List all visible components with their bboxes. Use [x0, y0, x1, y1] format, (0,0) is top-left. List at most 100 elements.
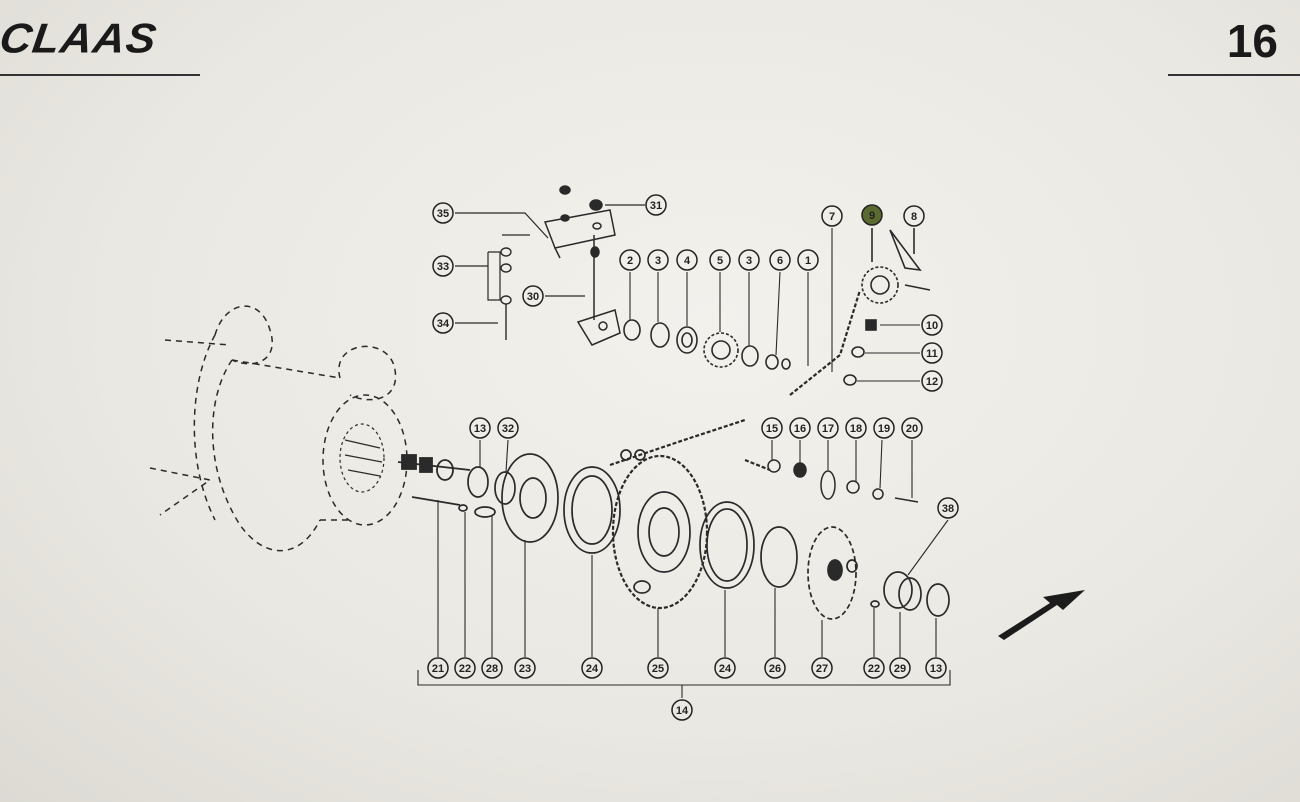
svg-text:38: 38 — [942, 503, 954, 515]
svg-text:5: 5 — [717, 255, 723, 267]
svg-text:12: 12 — [926, 376, 938, 388]
svg-text:35: 35 — [437, 208, 449, 220]
svg-text:20: 20 — [906, 423, 918, 435]
housing-hub — [339, 423, 385, 493]
callout-12: 12 — [921, 370, 943, 392]
svg-text:33: 33 — [437, 261, 449, 273]
callout-10: 10 — [921, 314, 943, 336]
tensioner-bracket — [543, 185, 621, 346]
svg-text:8: 8 — [911, 211, 917, 223]
svg-text:30: 30 — [527, 291, 539, 303]
svg-text:6: 6 — [777, 255, 783, 267]
callout-17: 17 — [817, 417, 839, 439]
idler-stack — [623, 319, 791, 370]
callout-15: 15 — [761, 417, 783, 439]
callout-38: 38 — [937, 497, 959, 519]
svg-text:19: 19 — [878, 423, 890, 435]
svg-text:24: 24 — [586, 663, 599, 675]
callout-31: 31 — [645, 194, 667, 216]
svg-text:17: 17 — [822, 423, 834, 435]
callout-18: 18 — [845, 417, 867, 439]
callout-25: 25 — [647, 657, 669, 679]
svg-text:28: 28 — [486, 663, 498, 675]
svg-text:27: 27 — [816, 663, 828, 675]
bolt-assembly-33-34 — [500, 247, 512, 340]
callout-6: 6 — [769, 249, 791, 271]
callout-1: 1 — [797, 249, 819, 271]
svg-text:22: 22 — [868, 663, 880, 675]
svg-text:3: 3 — [655, 255, 661, 267]
callout-21: 21 — [427, 657, 449, 679]
callout-28: 28 — [481, 657, 503, 679]
svg-text:25: 25 — [652, 663, 664, 675]
callout-23: 23 — [514, 657, 536, 679]
callout-3-second: 3 — [738, 249, 760, 271]
callout-4: 4 — [676, 249, 698, 271]
page-number: 16 — [1226, 15, 1278, 67]
svg-text:15: 15 — [766, 423, 778, 435]
callout-group: 35 31 33 30 34 2 3 4 5 3 6 1 7 9 8 10 11… — [427, 194, 959, 721]
svg-text:4: 4 — [684, 255, 691, 267]
callout-35: 35 — [432, 202, 454, 224]
svg-text:31: 31 — [650, 200, 662, 212]
leaders-top — [455, 204, 645, 324]
svg-text:34: 34 — [437, 318, 450, 330]
svg-text:7: 7 — [829, 211, 835, 223]
svg-text:22: 22 — [459, 663, 471, 675]
callout-24: 24 — [581, 657, 603, 679]
callout-7: 7 — [821, 205, 843, 227]
main-drive-assembly — [458, 449, 950, 620]
callout-26: 26 — [764, 657, 786, 679]
callout-9: 9 — [861, 204, 883, 226]
svg-text:24: 24 — [719, 663, 732, 675]
callout-13-top: 13 — [469, 417, 491, 439]
callout-33: 33 — [432, 255, 454, 277]
callout-11: 11 — [921, 342, 943, 364]
bolt-leaders — [479, 439, 949, 576]
svg-text:13: 13 — [474, 423, 486, 435]
idler-leaders — [629, 271, 809, 366]
svg-text:13: 13 — [930, 663, 942, 675]
housing-outline — [149, 305, 408, 552]
callout-8: 8 — [903, 205, 925, 227]
svg-text:16: 16 — [794, 423, 806, 435]
callout-22-second: 22 — [863, 657, 885, 679]
svg-text:9: 9 — [869, 210, 875, 222]
svg-text:10: 10 — [926, 320, 938, 332]
bolt-set-15-20 — [767, 459, 919, 503]
svg-text:11: 11 — [926, 348, 938, 360]
callout-3: 3 — [647, 249, 669, 271]
callout-29: 29 — [889, 657, 911, 679]
sprocket-leaders — [857, 324, 920, 382]
tensioner-sprocket — [843, 228, 931, 386]
svg-text:26: 26 — [769, 663, 781, 675]
svg-text:1: 1 — [805, 255, 811, 267]
page-number-underline — [1168, 74, 1300, 76]
callout-30: 30 — [522, 285, 544, 307]
callout-19: 19 — [873, 417, 895, 439]
callout-20: 20 — [901, 417, 923, 439]
svg-text:32: 32 — [502, 423, 514, 435]
callout-16: 16 — [789, 417, 811, 439]
main-shaft — [397, 454, 471, 506]
callout-34: 34 — [432, 312, 454, 334]
callout-14: 14 — [671, 699, 693, 721]
svg-text:2: 2 — [627, 255, 633, 267]
svg-text:21: 21 — [432, 663, 444, 675]
bottom-leaders — [417, 500, 951, 698]
svg-text:18: 18 — [850, 423, 862, 435]
callout-13-bottom: 13 — [925, 657, 947, 679]
svg-text:23: 23 — [519, 663, 531, 675]
svg-text:14: 14 — [676, 705, 689, 717]
callout-22: 22 — [454, 657, 476, 679]
callout-24-second: 24 — [714, 657, 736, 679]
callout-27: 27 — [811, 657, 833, 679]
callout-32: 32 — [497, 417, 519, 439]
drive-chain — [609, 289, 862, 472]
callout-5: 5 — [709, 249, 731, 271]
svg-text:29: 29 — [894, 663, 906, 675]
svg-text:3: 3 — [746, 255, 752, 267]
logo-underline — [0, 74, 200, 76]
callout-2: 2 — [619, 249, 641, 271]
